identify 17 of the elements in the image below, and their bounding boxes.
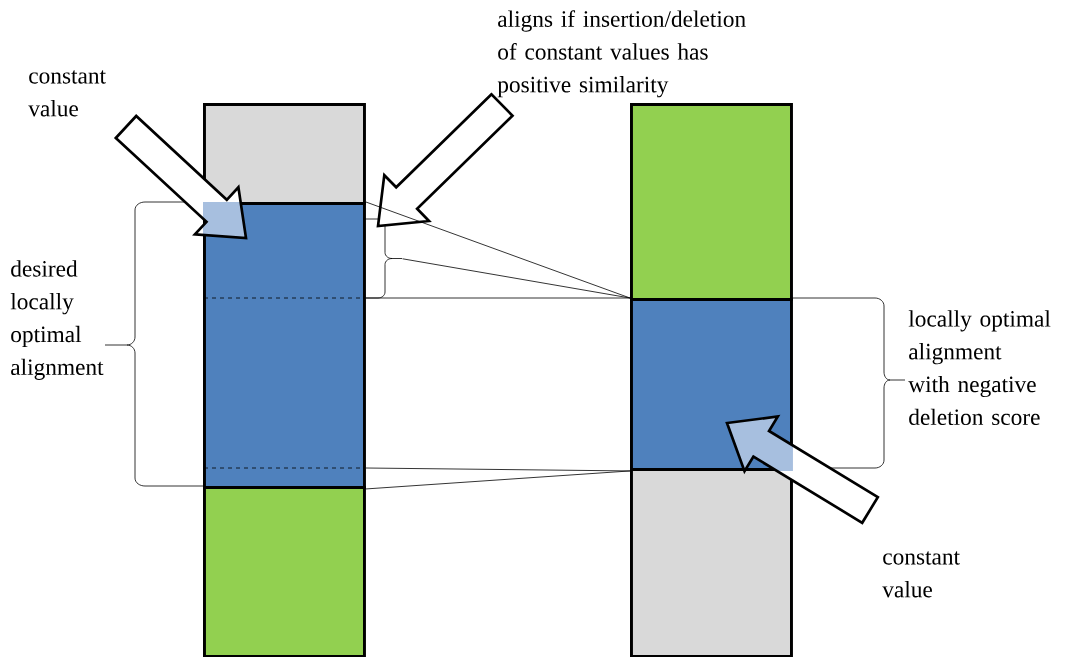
alignment-line xyxy=(365,297,631,299)
text-label: constant value xyxy=(882,551,960,598)
sequence-block xyxy=(630,298,793,471)
text-label: locally optimal alignment with negative deletion score xyxy=(908,310,1051,426)
sequence-block xyxy=(203,486,366,657)
sequence-block xyxy=(203,103,366,205)
bracket xyxy=(362,218,403,299)
alignment-line xyxy=(365,470,631,490)
alignment-line xyxy=(402,258,631,299)
sequence-block xyxy=(203,202,366,489)
text-label: aligns if insertion/deletion of constant values has positive similarity xyxy=(497,10,746,98)
text-label: constant value xyxy=(28,70,106,117)
alignment-line xyxy=(365,201,631,299)
block-arrow xyxy=(725,414,880,525)
text-label: desired locally optimal alignment xyxy=(10,260,104,380)
sequence-block xyxy=(630,103,793,301)
sequence-block xyxy=(630,468,793,657)
